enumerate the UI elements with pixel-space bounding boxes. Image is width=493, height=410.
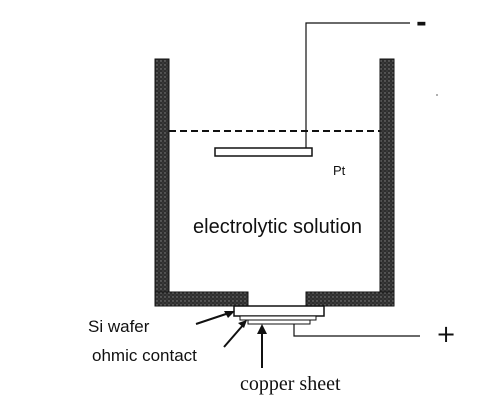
- negative-wire: [305, 22, 410, 148]
- cell-container: [154, 58, 395, 307]
- ohmic-contact: [239, 315, 317, 321]
- si-wafer-label: Si wafer: [88, 317, 150, 336]
- ohmic-contact-label: ohmic contact: [92, 346, 197, 365]
- positive-wire: [293, 324, 420, 337]
- copper-sheet-arrow: [257, 324, 267, 368]
- ohmic-contact-arrow: [223, 320, 247, 348]
- pt-label: Pt: [333, 163, 346, 178]
- right-wall: [379, 58, 395, 307]
- negative-terminal-label: -: [416, 8, 427, 38]
- si-wafer: [233, 305, 325, 317]
- bottom-right-wall: [305, 291, 395, 307]
- electrolyte-label: electrolytic solution: [193, 216, 362, 238]
- si-wafer-arrow: [195, 311, 235, 325]
- positive-terminal-label: +: [436, 320, 457, 348]
- copper-sheet-label: copper sheet: [240, 373, 341, 395]
- scan-speck: [436, 94, 438, 96]
- left-wall: [154, 58, 170, 307]
- copper-sheet: [247, 319, 311, 325]
- bottom-left-wall: [154, 291, 249, 307]
- pt-electrode: [214, 147, 313, 157]
